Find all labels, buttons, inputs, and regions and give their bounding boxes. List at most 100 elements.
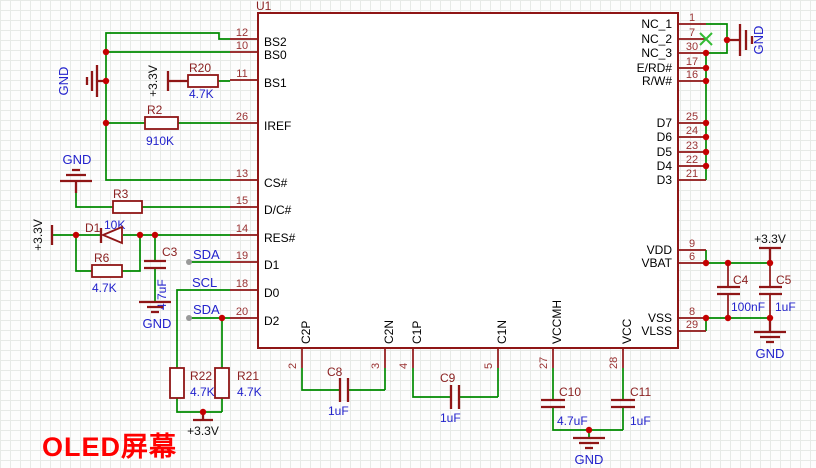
pin-number[interactable]: 2 [287, 363, 299, 369]
capacitor-c10[interactable]: C10 4.7uF [541, 385, 588, 428]
gnd-icon[interactable] [60, 168, 92, 193]
capacitor-c4[interactable]: C4 100nF [717, 263, 765, 318]
resistor-body[interactable] [187, 74, 219, 88]
power-flag-vdd[interactable]: +3.3V [754, 232, 786, 263]
pin-name[interactable]: VBAT [642, 256, 673, 270]
pin-number[interactable]: 3 [370, 363, 382, 369]
resistor-refdes[interactable]: R20 [189, 61, 211, 75]
pin-name[interactable]: RES# [264, 231, 296, 245]
resistor-body[interactable] [169, 367, 185, 399]
resistor-r3[interactable]: R3 10K [104, 187, 143, 232]
pin-number[interactable]: 11 [236, 68, 247, 80]
pin-name[interactable]: R/W# [642, 74, 672, 88]
gnd-label[interactable]: GND [56, 67, 71, 96]
gnd-icon[interactable] [139, 300, 171, 314]
pin-name[interactable]: VSS [648, 311, 672, 325]
resistor-body[interactable] [214, 367, 230, 399]
pin-name[interactable]: C1N [495, 320, 509, 344]
pin-number[interactable]: 18 [236, 278, 248, 290]
pin-number[interactable]: 28 [608, 357, 620, 369]
capacitor-c5[interactable]: C5 1uF [759, 263, 796, 318]
pin-name[interactable]: VCCMH [550, 300, 564, 344]
capacitor-refdes[interactable]: C8 [327, 365, 343, 379]
power-flag-reset[interactable]: +3.3V [31, 219, 54, 251]
resistor-value[interactable]: 4.7K [189, 87, 214, 101]
pin-name[interactable]: IREF [264, 119, 291, 133]
gnd-label[interactable]: GND [756, 346, 785, 361]
gnd-label[interactable]: GND [143, 316, 172, 331]
capacitor-plates[interactable] [611, 398, 635, 409]
wire-scl-net[interactable] [176, 289, 230, 413]
pin-number[interactable]: 30 [686, 41, 698, 53]
wire-gnd-left-net[interactable] [105, 32, 230, 181]
net-flag-dot[interactable] [186, 315, 192, 321]
resistor-value[interactable]: 4.7K [237, 385, 262, 399]
capacitor-value[interactable]: 4.7uF [557, 414, 588, 428]
pin-number[interactable]: 16 [686, 69, 698, 81]
net-label-scl[interactable]: SCL [192, 275, 217, 290]
pin-name[interactable]: NC_3 [641, 46, 672, 60]
net-flag-dot[interactable] [186, 259, 192, 265]
ic-refdes[interactable]: U1 [256, 0, 272, 13]
pin-name[interactable]: D6 [657, 130, 673, 144]
net-label-text[interactable]: SDA [193, 247, 220, 262]
capacitor-value[interactable]: 1uF [440, 411, 461, 425]
capacitor-c8[interactable]: C8 1uF [327, 365, 350, 418]
pin-number[interactable]: 7 [689, 27, 695, 39]
pin-number[interactable]: 6 [689, 251, 695, 263]
gnd-flag-c3[interactable]: GND [139, 300, 172, 331]
wire-vdd-net[interactable] [705, 250, 770, 264]
pin-number[interactable]: 4 [398, 363, 410, 369]
gnd-label[interactable]: GND [575, 452, 604, 467]
ic-bottom-pin-stubs[interactable] [301, 348, 624, 368]
capacitor-plates[interactable] [449, 385, 461, 409]
pin-name[interactable]: D3 [657, 173, 673, 187]
pin-number[interactable]: 1 [689, 12, 695, 24]
power-label[interactable]: +3.3V [31, 219, 45, 251]
wire-dc-net[interactable] [75, 193, 230, 208]
pin-number[interactable]: 15 [236, 195, 248, 207]
capacitor-refdes[interactable]: C5 [776, 273, 792, 287]
resistor-value[interactable]: 910K [146, 134, 174, 148]
net-label-text[interactable]: SDA [193, 302, 220, 317]
pin-name[interactable]: D5 [657, 145, 673, 159]
power-flag-bs1[interactable]: +3.3V [146, 65, 188, 97]
schematic-title[interactable]: OLED屏幕 [42, 432, 177, 462]
pin-number[interactable]: 17 [686, 56, 698, 68]
pin-name[interactable]: C1P [410, 321, 424, 344]
wire-nc-gnd-net[interactable] [705, 23, 728, 180]
pin-name[interactable]: D4 [657, 159, 673, 173]
no-connect-icon[interactable] [699, 32, 713, 46]
capacitor-refdes[interactable]: C3 [162, 245, 178, 259]
resistor-refdes[interactable]: R6 [94, 251, 110, 265]
pin-number[interactable]: 19 [236, 250, 248, 262]
pin-number[interactable]: 12 [236, 27, 248, 39]
pin-name[interactable]: VLSS [641, 324, 672, 338]
resistor-refdes[interactable]: R21 [237, 369, 259, 383]
resistor-body[interactable] [91, 264, 123, 278]
capacitor-value[interactable]: 1uF [630, 414, 651, 428]
pin-name[interactable]: D7 [657, 116, 673, 130]
pin-name[interactable]: BS0 [264, 48, 287, 62]
capacitor-c11[interactable]: C11 1uF [611, 385, 651, 428]
gnd-flag-top-left[interactable]: GND [56, 65, 106, 97]
pin-number[interactable]: 29 [686, 319, 698, 331]
power-label[interactable]: +3.3V [187, 424, 219, 438]
capacitor-value[interactable]: 1uF [328, 404, 349, 418]
pin-number[interactable]: 9 [689, 238, 695, 250]
gnd-icon[interactable] [573, 436, 605, 450]
gnd-icon[interactable] [85, 65, 106, 97]
resistor-r6[interactable]: R6 4.7K [91, 251, 123, 295]
capacitor-refdes[interactable]: C10 [559, 385, 581, 399]
pin-name[interactable]: BS2 [264, 35, 287, 49]
power-label[interactable]: +3.3V [146, 65, 160, 97]
pin-name[interactable]: D1 [264, 258, 280, 272]
capacitor-plates[interactable] [759, 285, 782, 296]
wire-pump-caps-net[interactable] [301, 368, 624, 438]
resistor-refdes[interactable]: R22 [190, 369, 212, 383]
pin-name[interactable]: VDD [647, 243, 673, 257]
capacitor-plates[interactable] [338, 378, 350, 402]
pin-number[interactable]: 5 [483, 363, 495, 369]
gnd-flag-vss[interactable]: GND [754, 318, 786, 361]
net-label-text[interactable]: SCL [192, 275, 217, 290]
